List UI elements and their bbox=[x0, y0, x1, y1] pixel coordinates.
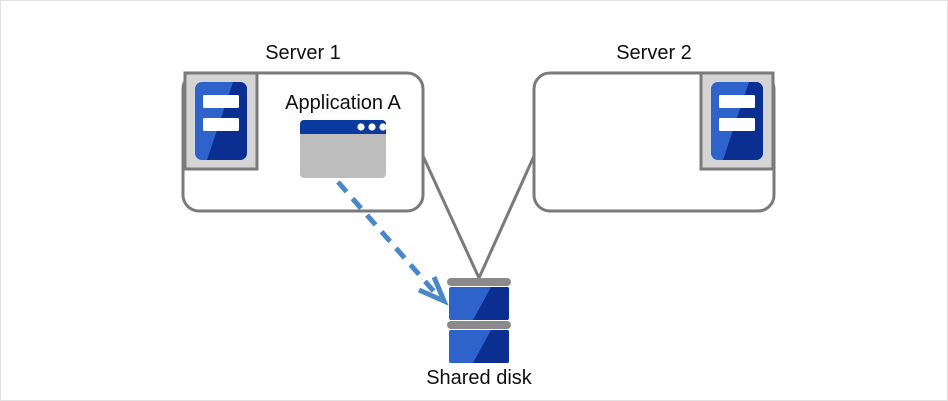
server-icon-bar-1 bbox=[719, 95, 755, 108]
disk-bar-top bbox=[447, 278, 511, 286]
window-dot-2 bbox=[368, 123, 376, 131]
arrowhead-icon bbox=[417, 276, 449, 306]
application-a-label: Application A bbox=[285, 92, 401, 114]
window-dot-1 bbox=[357, 123, 365, 131]
server-2-label: Server 2 bbox=[616, 42, 692, 64]
server-icon bbox=[183, 71, 259, 171]
server-icon-bar-2 bbox=[203, 118, 239, 131]
server-icon-bar-2 bbox=[719, 118, 755, 131]
server-icon bbox=[699, 71, 775, 171]
disk-platter-1 bbox=[449, 287, 509, 320]
server-icon-bar-1 bbox=[203, 95, 239, 108]
connector-server2-to-disk bbox=[477, 155, 536, 279]
app-window-icon[interactable] bbox=[300, 120, 387, 178]
window-dot-3 bbox=[379, 123, 387, 131]
disk-bar-middle bbox=[447, 321, 511, 329]
connector-application-a-to-disk bbox=[336, 180, 449, 306]
connector-server1-to-disk bbox=[421, 155, 481, 279]
disk-platter-2 bbox=[449, 330, 509, 363]
shared-disk-label: Shared disk bbox=[426, 367, 532, 389]
database-disk-icon[interactable] bbox=[447, 278, 511, 363]
server-1-label: Server 1 bbox=[265, 42, 341, 64]
